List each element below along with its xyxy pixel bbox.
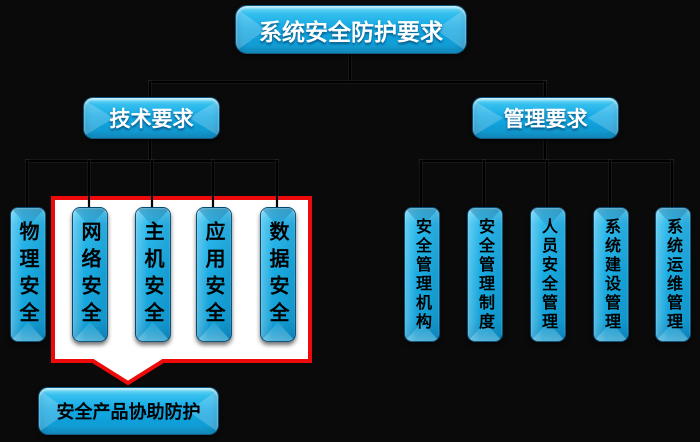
connector-stub-operations [671,160,673,207]
connector-stub-mgmt-rules [483,160,485,207]
node-technical-requirements: 技术要求 [83,97,220,139]
node-network-security: 网络安全 [72,207,108,342]
node-management-requirements-label: 管理要求 [503,107,588,131]
node-security-mgmt-rules-label: 安全管理制度 [476,217,495,332]
connector-stub-data [276,160,278,207]
connector-root-drop [349,52,351,82]
connector-stub-network [88,160,90,207]
node-system-construction-mgmt: 系统建设管理 [593,207,629,342]
node-system-operations-mgmt: 系统运维管理 [655,207,691,342]
node-physical-security: 物理安全 [10,207,46,342]
node-host-security: 主机安全 [135,207,171,342]
node-security-mgmt-organization: 安全管理机构 [404,207,440,342]
connector-top-horizontal [149,81,546,83]
connector-stub-mgmt-org [420,160,422,207]
node-personnel-security-mgmt-label: 人员安全管理 [539,217,558,332]
connector-tech-up [149,81,151,98]
connector-stub-personnel [546,160,548,207]
node-data-security-label: 数据安全 [266,220,290,329]
highlight-callout-path [51,196,312,386]
node-data-security: 数据安全 [260,207,296,342]
node-management-requirements: 管理要求 [472,97,619,139]
connector-stub-construction [609,160,611,207]
node-root: 系统安全防护要求 [235,5,467,54]
connector-mgmt-up [544,81,546,98]
node-personnel-security-mgmt: 人员安全管理 [530,207,566,342]
node-security-mgmt-organization-label: 安全管理机构 [413,217,432,332]
node-system-operations-mgmt-label: 系统运维管理 [664,217,683,332]
node-network-security-label: 网络安全 [78,220,102,329]
connector-tech-down [149,137,151,161]
node-security-mgmt-rules: 安全管理制度 [467,207,503,342]
node-application-security: 应用安全 [196,207,232,342]
node-system-construction-mgmt-label: 系统建设管理 [602,217,621,332]
connector-stub-application [212,160,214,207]
node-physical-security-label: 物理安全 [16,220,40,329]
node-root-label: 系统安全防护要求 [259,19,443,46]
node-security-products-callout: 安全产品协助防护 [38,387,219,435]
node-host-security-label: 主机安全 [141,220,165,329]
connector-stub-host [151,160,153,207]
connector-mgmt-down [544,137,546,161]
node-security-products-callout-label: 安全产品协助防护 [56,402,201,423]
node-application-security-label: 应用安全 [202,220,226,329]
node-technical-requirements-label: 技术要求 [109,107,194,131]
connector-stub-physical [26,160,28,207]
